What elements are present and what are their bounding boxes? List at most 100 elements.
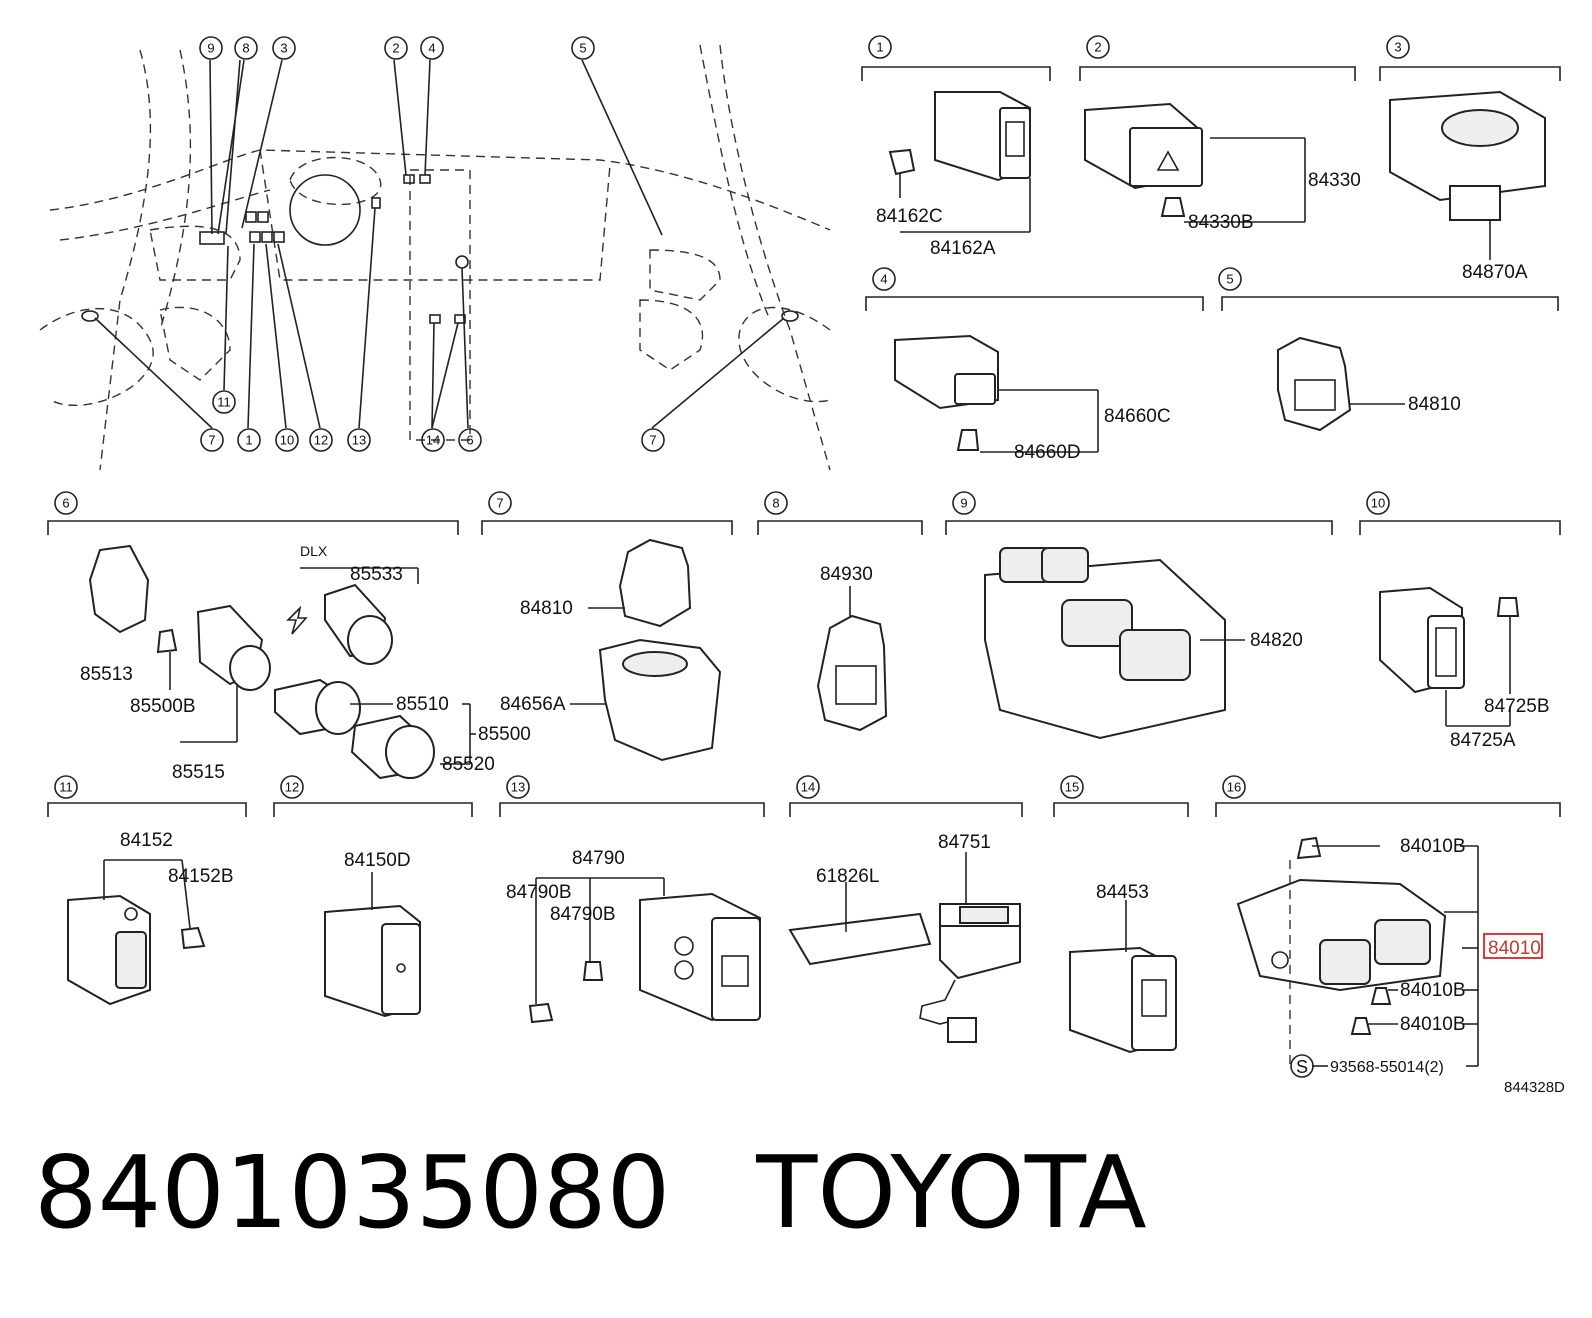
label-84751: 84751 <box>938 832 991 853</box>
section-header-11-number: 11 <box>59 780 73 795</box>
section-header-8: 8 <box>764 491 788 515</box>
overview-callout-10-number: 10 <box>280 433 294 448</box>
section-header-11-circle <box>54 775 78 799</box>
section-bracket-3 <box>1379 66 1561 81</box>
overview-callout-9-circle <box>237 428 261 452</box>
overview-callout-7-number: 11 <box>217 395 231 410</box>
section-bracket-15 <box>1053 802 1189 817</box>
label-84010B-3: 84010B <box>1400 1014 1466 1035</box>
overview-callout-1-number: 9 <box>207 41 214 56</box>
section-header-2-circle <box>1086 35 1110 59</box>
section-header-1-number: 1 <box>876 40 883 55</box>
part-labels: 84162C 84162A 84330 84330B 84870A 84660C… <box>80 170 1565 1096</box>
overview-callout-12: 13 <box>347 428 371 452</box>
section-header-9-circle <box>952 491 976 515</box>
section-bracket-4 <box>865 296 1204 311</box>
overview-callout-2: 8 <box>234 36 258 60</box>
section-header-15-circle <box>1060 775 1084 799</box>
section-header-14-circle <box>796 775 820 799</box>
section-header-16-circle <box>1222 775 1246 799</box>
label-84930: 84930 <box>820 564 873 585</box>
label-DLX: DLX <box>300 543 328 559</box>
overview-callout-9: 1 <box>237 428 261 452</box>
section-header-13: 13 <box>506 775 530 799</box>
section-header-11: 11 <box>54 775 78 799</box>
overview-callout-1-circle <box>199 36 223 60</box>
overview-callout-3-number: 3 <box>280 41 287 56</box>
section-header-16-number: 16 <box>1227 780 1241 795</box>
overview-callout-12-circle <box>347 428 371 452</box>
label-85533: 85533 <box>350 564 403 585</box>
section-header-12-circle <box>280 775 304 799</box>
overview-callout-15-number: 7 <box>649 433 656 448</box>
label-85520: 85520 <box>442 754 495 775</box>
section-bracket-16 <box>1215 802 1561 817</box>
overview-callout-8: 7 <box>200 428 224 452</box>
label-84820: 84820 <box>1250 630 1303 651</box>
section-header-8-number: 8 <box>772 496 779 511</box>
overview-callout-11: 12 <box>309 428 333 452</box>
part-number: 8401035080 <box>34 1134 671 1251</box>
section-header-5-number: 5 <box>1226 272 1233 287</box>
label-84152B: 84152B <box>168 866 234 887</box>
section-header-16: 16 <box>1222 775 1246 799</box>
section-bracket-14 <box>789 802 1023 817</box>
section-header-12-number: 12 <box>285 780 299 795</box>
section-header-6-number: 6 <box>62 496 69 511</box>
overview-callout-11-circle <box>309 428 333 452</box>
overview-callout-4-circle <box>384 36 408 60</box>
section-bracket-11 <box>47 802 247 817</box>
section-header-15-number: 15 <box>1065 780 1079 795</box>
overview-callout-11-number: 12 <box>314 433 328 448</box>
overview-callout-13-number: 14 <box>426 433 440 448</box>
label-84725A: 84725A <box>1450 730 1516 751</box>
label-84790B-1: 84790B <box>506 882 572 903</box>
label-85510: 85510 <box>396 694 449 715</box>
brand-name: TOYOTA <box>756 1134 1147 1251</box>
section-bracket-10 <box>1359 520 1561 535</box>
overview-callout-15-circle <box>641 428 665 452</box>
overview-callout-1: 9 <box>199 36 223 60</box>
label-84810-s5: 84810 <box>1408 394 1461 415</box>
section-header-8-circle <box>764 491 788 515</box>
overview-callout-6: 5 <box>571 36 595 60</box>
section-header-7: 7 <box>488 491 512 515</box>
caption: 8401035080 TOYOTA <box>34 1128 1147 1258</box>
overview-callout-10: 10 <box>275 428 299 452</box>
label-84660D: 84660D <box>1014 442 1081 463</box>
section-header-14-number: 14 <box>801 780 815 795</box>
overview-callout-5: 4 <box>420 36 444 60</box>
section-header-15: 15 <box>1060 775 1084 799</box>
section-header-4: 4 <box>872 267 896 291</box>
label-84656A: 84656A <box>500 694 566 715</box>
label-84010B-1: 84010B <box>1400 836 1466 857</box>
overview-callout-4-number: 2 <box>392 41 399 56</box>
section-header-7-circle <box>488 491 512 515</box>
label-85513: 85513 <box>80 664 133 685</box>
overview-callout-6-circle <box>571 36 595 60</box>
overview-callout-2-number: 8 <box>242 41 249 56</box>
label-85500B: 85500B <box>130 696 196 717</box>
section-header-3-number: 3 <box>1394 40 1401 55</box>
label-84152: 84152 <box>120 830 173 851</box>
section-header-10-number: 10 <box>1371 496 1385 511</box>
section-header-10: 10 <box>1366 491 1390 515</box>
section-header-6-circle <box>54 491 78 515</box>
section-header-3-circle <box>1386 35 1410 59</box>
overview-callout-14: 6 <box>458 428 482 452</box>
overview-callout-5-number: 4 <box>428 41 435 56</box>
overview-callout-6-number: 5 <box>579 41 586 56</box>
section-header-6: 6 <box>54 491 78 515</box>
overview-callout-15: 7 <box>641 428 665 452</box>
label-61826L: 61826L <box>816 866 879 887</box>
overview-callout-7: 11 <box>212 390 236 414</box>
label-84790: 84790 <box>572 848 625 869</box>
label-84010-highlighted[interactable]: 84010 <box>1488 938 1541 959</box>
label-84660C: 84660C <box>1104 406 1171 427</box>
section-header-2: 2 <box>1086 35 1110 59</box>
section-header-2-number: 2 <box>1094 40 1101 55</box>
overview-callout-14-circle <box>458 428 482 452</box>
label-84870A: 84870A <box>1462 262 1528 283</box>
section-header-4-circle <box>872 267 896 291</box>
